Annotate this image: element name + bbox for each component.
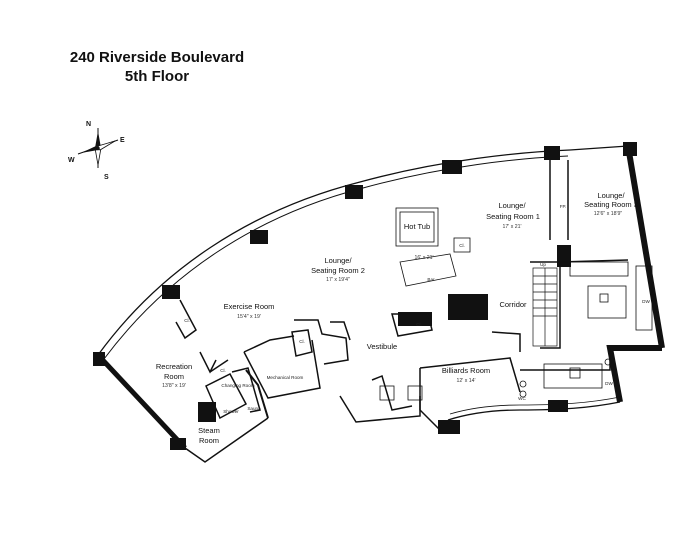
floorplan-title: 240 Riverside Boulevard 5th Floor [66, 48, 248, 86]
closet-mech-label: Cl. [299, 339, 305, 344]
bar-counter [399, 253, 457, 287]
room-lounge-3-dim: 12'6" x 18'9" [594, 211, 623, 217]
compass-e: E [120, 137, 125, 144]
closet-corridor-label: Cl. [416, 322, 422, 327]
room-lounge-2-name-1: Lounge/ [324, 256, 352, 265]
room-steam-name-2: Room [199, 436, 219, 445]
corridor-label: Corridor [499, 300, 527, 309]
room-lounge-3-name-1: Lounge/ [597, 191, 625, 200]
building-address: 240 Riverside Boulevard [69, 49, 245, 66]
columns [93, 142, 637, 450]
sauna-label: Sauna [247, 406, 261, 411]
floor-name: 5th Floor [124, 68, 190, 85]
room-billiards-name: Billiards Room [442, 366, 490, 375]
closet-rec-label: Cl. [220, 368, 226, 373]
bar-label: Bar [427, 277, 435, 282]
stair-icon [532, 267, 558, 347]
room-recreation-name-2: Room [164, 372, 184, 381]
vestibule-label: Vestibule [367, 342, 397, 351]
room-exercise-dim: 15'4" x 19' [237, 314, 261, 320]
room-exercise-name: Exercise Room [224, 302, 275, 311]
compass-w: W [68, 157, 75, 164]
room-lounge-2-dim: 17' x 19'4" [326, 277, 350, 283]
hot-tub-dim: 16' x 21' [415, 255, 434, 261]
closet-markers [379, 237, 471, 401]
room-labels: Lounge/ Seating Room 3 12'6" x 18'9" Lou… [156, 191, 651, 445]
closet-exercise-label: Cl. [184, 318, 190, 323]
room-lounge-1-dim: 17' x 21' [503, 224, 522, 230]
room-steam-name-1: Steam [198, 426, 220, 435]
compass-n: N [86, 121, 91, 128]
room-recreation-name-1: Recreation [156, 362, 192, 371]
stairs-up-label: Up [540, 262, 546, 267]
hot-tub-icon [395, 207, 439, 247]
mechanical-label: Mechanical Room [267, 375, 304, 380]
fireplace-label: FP. [560, 204, 567, 209]
room-lounge-1-name-1: Lounge/ [498, 201, 526, 210]
hot-tub-label: Hot Tub [404, 222, 430, 231]
room-billiards-dim: 12' x 14' [457, 378, 476, 384]
closet-lounge-label: Cl. [459, 243, 465, 248]
room-lounge-1-name-2: Seating Room 1 [486, 212, 540, 221]
interior-walls [175, 160, 629, 431]
dishwasher-label-2: DW [605, 381, 613, 386]
room-lounge-3-name-2: Seating Room 3 [584, 200, 638, 209]
changing-label: Changing Room [221, 383, 254, 388]
compass-s: S [104, 174, 109, 181]
room-recreation-dim: 13'8" x 19' [162, 383, 186, 389]
dishwasher-label-1: DW [642, 299, 650, 304]
room-lounge-2-name-2: Seating Room 2 [311, 266, 365, 275]
kitchen-fixtures [519, 261, 653, 398]
shower-label: Shower [223, 409, 239, 414]
wc-label: WC [518, 396, 526, 401]
compass-icon: N S E W [68, 121, 125, 181]
